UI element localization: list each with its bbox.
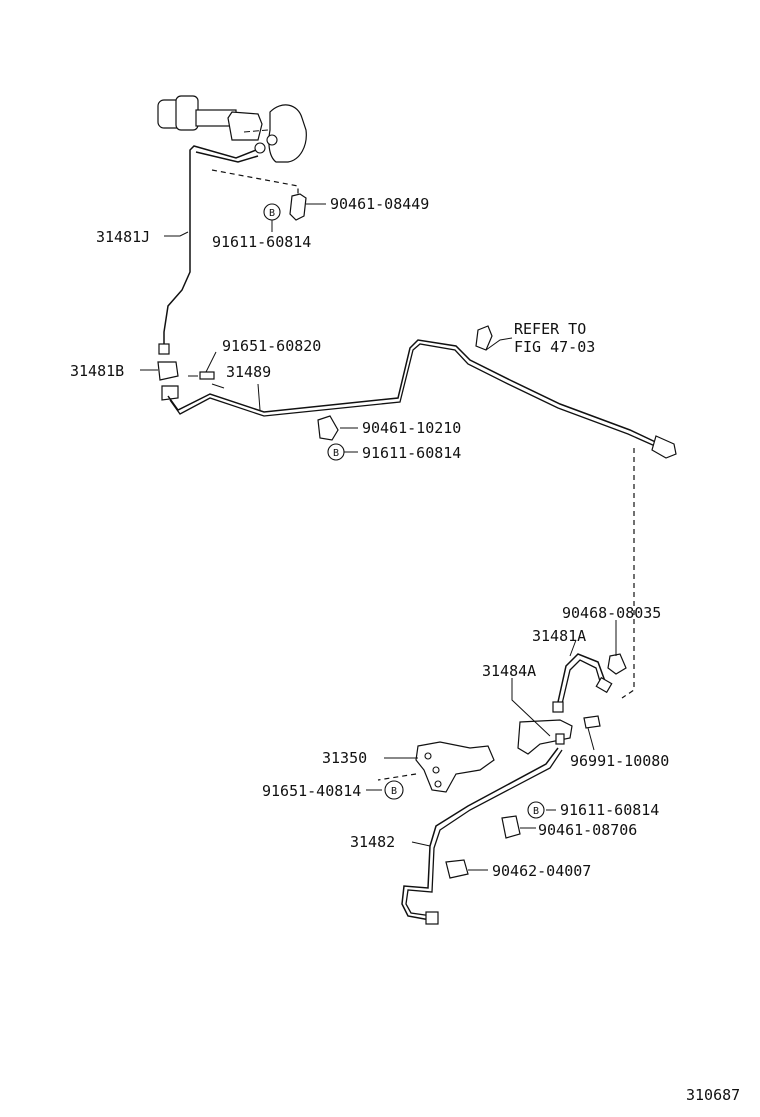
- bolt-marker-low: B: [527, 801, 545, 819]
- clamp-90462-04007: [445, 859, 469, 879]
- bolt-marker-label: B: [391, 786, 397, 797]
- label-91651-40814: 91651-40814: [262, 782, 361, 800]
- clip-90461-08706: [501, 815, 521, 839]
- label-90461-08449: 90461-08449: [330, 195, 429, 213]
- label-91651-60820: 91651-60820: [222, 337, 321, 355]
- label-31481A: 31481A: [532, 627, 586, 645]
- label-refer-line2: FIG 47-03: [514, 338, 595, 356]
- bracket-31481B: [157, 361, 179, 381]
- label-31481B: 31481B: [70, 362, 124, 380]
- leaders: [140, 203, 617, 871]
- clip-90468-08035: [607, 653, 627, 675]
- bolt-marker-31350: B: [384, 780, 404, 800]
- label-91611-60814-mid: 91611-60814: [362, 444, 461, 462]
- label-31484A: 31484A: [482, 662, 536, 680]
- bolt-91651-60820: [188, 371, 215, 380]
- label-31481J: 31481J: [96, 228, 150, 246]
- label-90462-04007: 90462-04007: [492, 862, 591, 880]
- bolt-marker-label: B: [533, 806, 539, 817]
- hose-31481A: [557, 653, 607, 703]
- diagram-number: 310687: [686, 1086, 740, 1104]
- label-31350: 31350: [322, 749, 367, 767]
- bracket-31350: [415, 741, 495, 793]
- tube-31481J: [163, 145, 257, 346]
- label-91611-60814-top: 91611-60814: [212, 233, 311, 251]
- label-91611-60814-low: 91611-60814: [560, 801, 659, 819]
- master-cylinder: [157, 95, 307, 163]
- tube-31489: [167, 339, 665, 447]
- label-90461-10210: 90461-10210: [362, 419, 461, 437]
- bracket-31484A: [517, 719, 573, 755]
- label-90461-08706: 90461-08706: [538, 821, 637, 839]
- bolt-marker-top: B: [263, 203, 281, 221]
- clip-90461-08449: [289, 193, 307, 221]
- clip-96991-10080: [583, 715, 601, 729]
- clip-refer: [475, 325, 493, 351]
- label-90468-08035: 90468-08035: [562, 604, 661, 622]
- bolt-marker-label: B: [333, 448, 339, 459]
- label-31482: 31482: [350, 833, 395, 851]
- clip-90461-10210: [317, 415, 339, 441]
- tube-31482: [401, 747, 559, 921]
- label-refer-line1: REFER TO: [514, 320, 586, 338]
- label-96991-10080: 96991-10080: [570, 752, 669, 770]
- bolt-marker-label: B: [269, 208, 275, 219]
- label-31489: 31489: [226, 363, 271, 381]
- bolt-marker-mid: B: [327, 443, 345, 461]
